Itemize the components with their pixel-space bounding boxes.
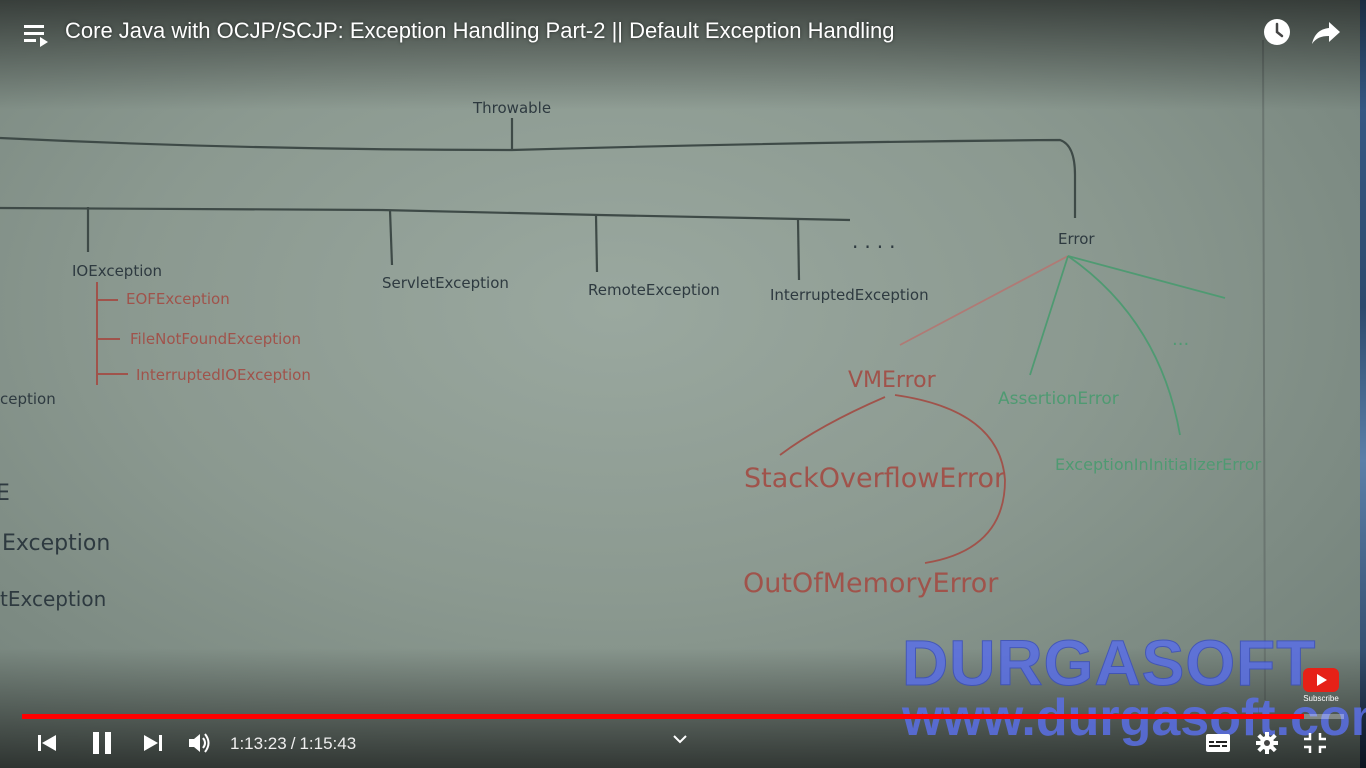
subscribe-label: Subscribe xyxy=(1303,694,1339,703)
label-cut-1: E xyxy=(0,481,10,506)
label-error: Error xyxy=(1058,230,1095,248)
duration: 1:15:43 xyxy=(299,734,357,753)
volume-icon[interactable] xyxy=(188,732,212,754)
progress-bar[interactable] xyxy=(22,714,1344,719)
label-cut-3: tException xyxy=(0,587,106,611)
time-display: 1:13:23/1:15:43 xyxy=(230,734,356,754)
time-separator: / xyxy=(290,734,296,753)
next-icon[interactable] xyxy=(142,733,164,753)
label-stackoverflowerror: StackOverflowError xyxy=(744,463,1006,494)
root-branch-line xyxy=(0,136,1077,218)
top-overlay xyxy=(0,0,1366,110)
label-ioexception: IOException xyxy=(72,262,162,280)
watermark-name: DURGASOFT xyxy=(901,627,1317,700)
label-remoteexception: RemoteException xyxy=(588,281,720,299)
label-assertionerror: AssertionError xyxy=(998,389,1119,409)
gear-icon[interactable] xyxy=(1255,731,1279,755)
label-interruptedexception: InterruptedException xyxy=(770,286,929,304)
subscribe-button[interactable]: Subscribe xyxy=(1300,668,1342,706)
playlist-icon[interactable] xyxy=(24,22,50,48)
clock-icon[interactable] xyxy=(1262,17,1292,47)
label-cut-2: Exception xyxy=(2,531,110,556)
pause-icon[interactable] xyxy=(91,731,113,755)
share-arrow-icon[interactable] xyxy=(1311,19,1341,47)
label-cut-0: ception xyxy=(0,390,56,408)
label-eofexception: EOFException xyxy=(126,290,230,308)
youtube-logo-icon xyxy=(1303,668,1339,692)
label-interruptedioexception: InterruptedIOException xyxy=(136,366,311,384)
label-filenotfoundexception: FileNotFoundException xyxy=(130,330,301,348)
previous-icon[interactable] xyxy=(36,733,58,753)
label-error-ellipsis: ... xyxy=(1172,329,1189,350)
progress-played xyxy=(22,714,1305,719)
label-outofmemoryerror: OutOfMemoryError xyxy=(743,568,999,599)
label-ellipsis: .... xyxy=(852,229,901,253)
label-servletexception: ServletException xyxy=(382,274,509,292)
label-vmerror: VMError xyxy=(848,368,937,393)
video-title[interactable]: Core Java with OCJP/SCJP: Exception Hand… xyxy=(65,18,895,43)
player-controls: 1:13:23/1:15:43 xyxy=(0,724,1366,764)
label-exceptionininitializererror: ExceptionInInitializerError xyxy=(1055,455,1262,474)
board-edge-line xyxy=(1262,39,1266,701)
captions-icon[interactable] xyxy=(1205,733,1231,753)
chevron-down-icon[interactable] xyxy=(672,734,688,744)
bottom-overlay xyxy=(0,648,1366,768)
exception-branch-line xyxy=(0,206,851,222)
current-time: 1:13:23 xyxy=(230,734,287,753)
exit-fullscreen-icon[interactable] xyxy=(1303,732,1327,754)
adjacent-video-edge xyxy=(1360,0,1366,768)
